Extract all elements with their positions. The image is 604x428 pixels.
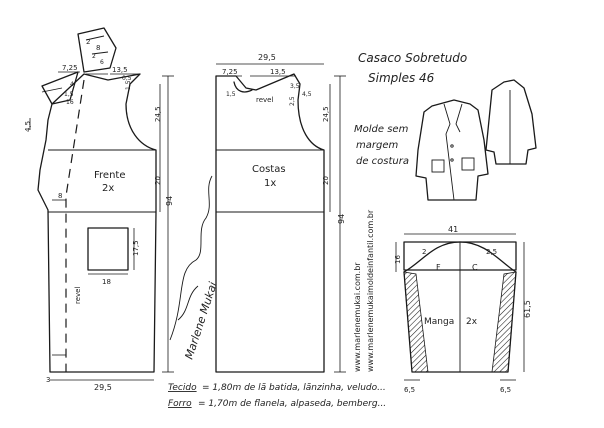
front-label: Frente: [94, 170, 125, 181]
url-1: www.marlenemukai.com.br: [353, 262, 362, 372]
front-outline: [37, 73, 157, 373]
front-lapel: 2: [86, 38, 90, 46]
sleeve-cap-f: F: [436, 263, 441, 272]
sleeve-labels: 41 16 61,5 2 2,5 F C Manga 2x 6,5 6,5: [394, 225, 532, 394]
signature-text: Marlene Mukai: [182, 280, 219, 361]
back-shoulder: 13,5: [270, 68, 286, 76]
sleeve-piece: [395, 233, 525, 381]
front-neck-top: 7,25: [62, 64, 78, 72]
front-length: 94: [165, 196, 174, 206]
front-v4: 4: [70, 81, 74, 88]
front-armhole: 24,5: [154, 106, 162, 122]
front-v2: 1,5: [125, 80, 132, 90]
front-fold-label: revel: [74, 287, 82, 304]
back-side: 20: [322, 176, 330, 185]
note-line-3: de costura: [356, 156, 409, 167]
front-v1: 1,5: [64, 91, 74, 98]
title-block: Casaco Sobretudo Simples 46 Molde sem ma…: [354, 51, 467, 167]
note-line-2: margem: [356, 140, 398, 151]
signature: Marlene Mukai: [169, 175, 220, 361]
front-v3: 2: [92, 53, 96, 60]
sleeve-count: 2x: [466, 317, 478, 327]
forro-label: Forro: [168, 399, 192, 409]
title-line-2: Simples 46: [368, 71, 435, 85]
back-v2: 3,5: [290, 83, 300, 90]
back-label: Costas: [252, 164, 286, 175]
sleeve-label: Manga: [424, 317, 454, 327]
coat-sketch-back: [485, 79, 537, 165]
front-shoulder: 13,5: [112, 66, 128, 74]
front-left-b: 8: [58, 192, 62, 200]
back-labels: Costas 1x revel 29,5 7,25 13,5 24,5 20 9…: [222, 53, 346, 224]
front-piece: [29, 27, 174, 381]
front-v5: 6: [100, 59, 104, 66]
sleeve-cap: [403, 241, 517, 273]
front-pocket-width: 18: [102, 278, 111, 286]
front-facing-line: [65, 79, 85, 372]
sleeve-right-hem: 6,5: [500, 386, 511, 394]
back-armhole: 24,5: [322, 106, 330, 122]
sleeve-cap-height: 16: [394, 255, 402, 264]
note-line-1: Molde sem: [354, 124, 409, 135]
back-v3: 2,5: [289, 96, 296, 106]
front-count: 2x: [102, 183, 114, 194]
back-outline: [215, 73, 325, 373]
coat-sketch-front: [415, 99, 489, 201]
sleeve-width: 41: [448, 225, 458, 234]
front-pocket: [87, 227, 129, 271]
back-piece: [215, 63, 346, 373]
front-side: 20: [154, 176, 162, 185]
back-v1: 1,5: [226, 91, 236, 98]
back-count: 1x: [264, 178, 276, 189]
front-collar: 8: [96, 44, 100, 52]
title-line-1: Casaco Sobretudo: [358, 51, 467, 65]
back-length: 94: [337, 214, 346, 224]
front-pocket-height: 17,5: [132, 240, 140, 256]
back-v4: 4,5: [302, 91, 312, 98]
sleeve-cap-left: 2: [422, 248, 426, 256]
back-width-top: 29,5: [258, 53, 276, 62]
url-2: www.marlenemukaimoldeinfantil.com.br: [366, 209, 375, 372]
sleeve-left-hem: 6,5: [404, 386, 415, 394]
tecido-label: Tecido: [168, 383, 197, 393]
credits-urls: www.marlenemukai.com.br www.marlenemukai…: [353, 209, 375, 372]
sleeve-cap-right: 2,5: [486, 248, 497, 256]
front-left-a: 4,5: [24, 121, 32, 132]
fabric-notes: Tecido = 1,80m de lã batida, lãnzinha, v…: [168, 383, 386, 409]
forro-value: = 1,70m de flanela, alpaseda, bemberg...: [198, 399, 386, 409]
front-width-bottom: 29,5: [94, 383, 112, 392]
front-hem: 3: [46, 376, 50, 384]
front-collar-outline: [77, 27, 117, 73]
front-labels: Frente 2x revel 29,5 13,5 7,25 2 8 24,5 …: [24, 38, 174, 392]
sleeve-cap-c: C: [472, 263, 478, 272]
back-fold-label: revel: [256, 96, 273, 104]
front-v6: 16: [66, 99, 74, 106]
tecido-value: = 1,80m de lã batida, lãnzinha, veludo..…: [202, 383, 386, 393]
front-v7: 0,5: [122, 75, 132, 82]
sleeve-length: 61,5: [523, 300, 532, 318]
back-neck: 7,25: [222, 68, 238, 76]
